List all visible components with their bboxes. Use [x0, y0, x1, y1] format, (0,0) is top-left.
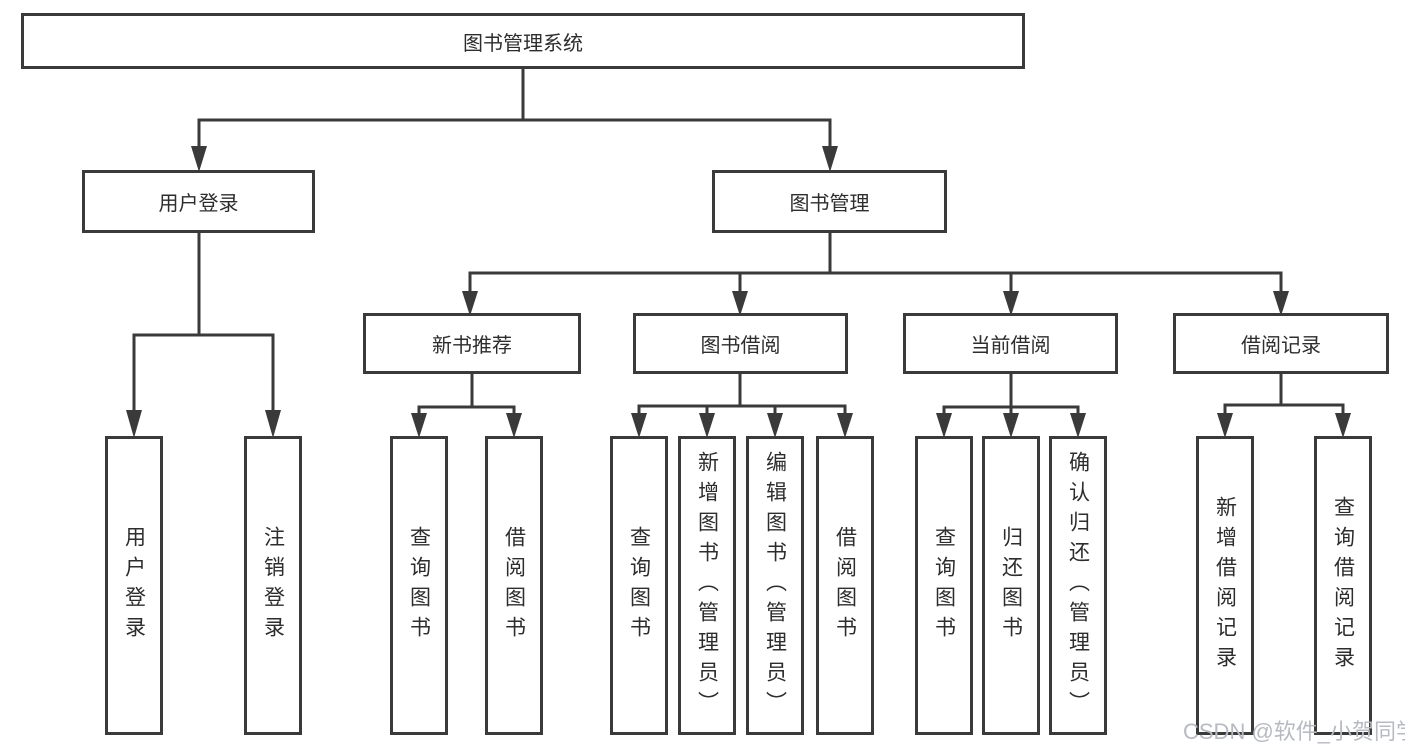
node-new-book-recommend: 新书推荐 [363, 313, 581, 374]
node-book-management: 图书管理 [712, 170, 947, 233]
arrow-down-icon [1273, 291, 1289, 316]
arrow-down-icon [1335, 413, 1351, 438]
arrow-down-icon [191, 146, 207, 172]
arrow-down-icon [411, 413, 427, 438]
leaf-recommend-query-book: 查询图书 [390, 436, 448, 735]
arrow-down-icon [462, 291, 478, 316]
arrow-down-icon [1217, 413, 1233, 438]
leaf-label: 查询图书 [627, 525, 651, 646]
leaf-label: 新增借阅记录 [1213, 495, 1237, 676]
arrow-down-icon [265, 410, 281, 438]
leaf-borrow-query-book: 查询图书 [610, 436, 668, 735]
node-library-system: 图书管理系统 [21, 13, 1025, 69]
leaf-label: 确认归还（管理员） [1066, 450, 1090, 721]
arrow-down-icon [767, 413, 783, 438]
arrow-down-icon [732, 291, 748, 316]
leaf-label: 编辑图书（管理员） [763, 450, 787, 721]
leaf-label: 注销登录 [261, 525, 285, 646]
node-current-borrow: 当前借阅 [903, 313, 1118, 374]
arrow-down-icon [837, 413, 853, 438]
leaf-label: 用户登录 [122, 525, 146, 646]
arrow-down-icon [506, 413, 522, 438]
leaf-label: 借阅图书 [833, 525, 857, 646]
node-book-borrow: 图书借阅 [633, 313, 848, 374]
leaf-current-query-book: 查询图书 [915, 436, 973, 735]
leaf-label: 查询图书 [932, 525, 956, 646]
arrow-down-icon [699, 413, 715, 438]
node-user-login: 用户登录 [82, 170, 315, 233]
arrow-down-icon [1070, 413, 1086, 438]
watermark: CSDN @软件_小贺同学 [1183, 719, 1405, 744]
leaf-borrow-borrow-book: 借阅图书 [816, 436, 874, 735]
node-borrow-records: 借阅记录 [1173, 313, 1389, 374]
arrow-down-icon [1003, 291, 1019, 316]
leaf-label: 新增图书（管理员） [695, 450, 719, 721]
leaf-label: 归还图书 [999, 525, 1023, 646]
leaf-confirm-return-admin: 确认归还（管理员） [1049, 436, 1107, 735]
arrow-down-icon [126, 410, 142, 438]
arrow-down-icon [936, 413, 952, 438]
leaf-add-borrow-record: 新增借阅记录 [1196, 436, 1254, 735]
leaf-edit-book-admin: 编辑图书（管理员） [746, 436, 804, 735]
leaf-recommend-borrow-book: 借阅图书 [485, 436, 543, 735]
leaf-add-book-admin: 新增图书（管理员） [678, 436, 736, 735]
arrow-down-icon [822, 146, 838, 172]
leaf-query-borrow-record: 查询借阅记录 [1314, 436, 1372, 735]
leaf-label: 借阅图书 [502, 525, 526, 646]
leaf-logout-login: 注销登录 [244, 436, 302, 735]
leaf-label: 查询借阅记录 [1331, 495, 1355, 676]
arrow-down-icon [1003, 413, 1019, 438]
leaf-return-book: 归还图书 [982, 436, 1040, 735]
leaf-label: 查询图书 [407, 525, 431, 646]
arrow-down-icon [631, 413, 647, 438]
leaf-user-login: 用户登录 [105, 436, 163, 735]
